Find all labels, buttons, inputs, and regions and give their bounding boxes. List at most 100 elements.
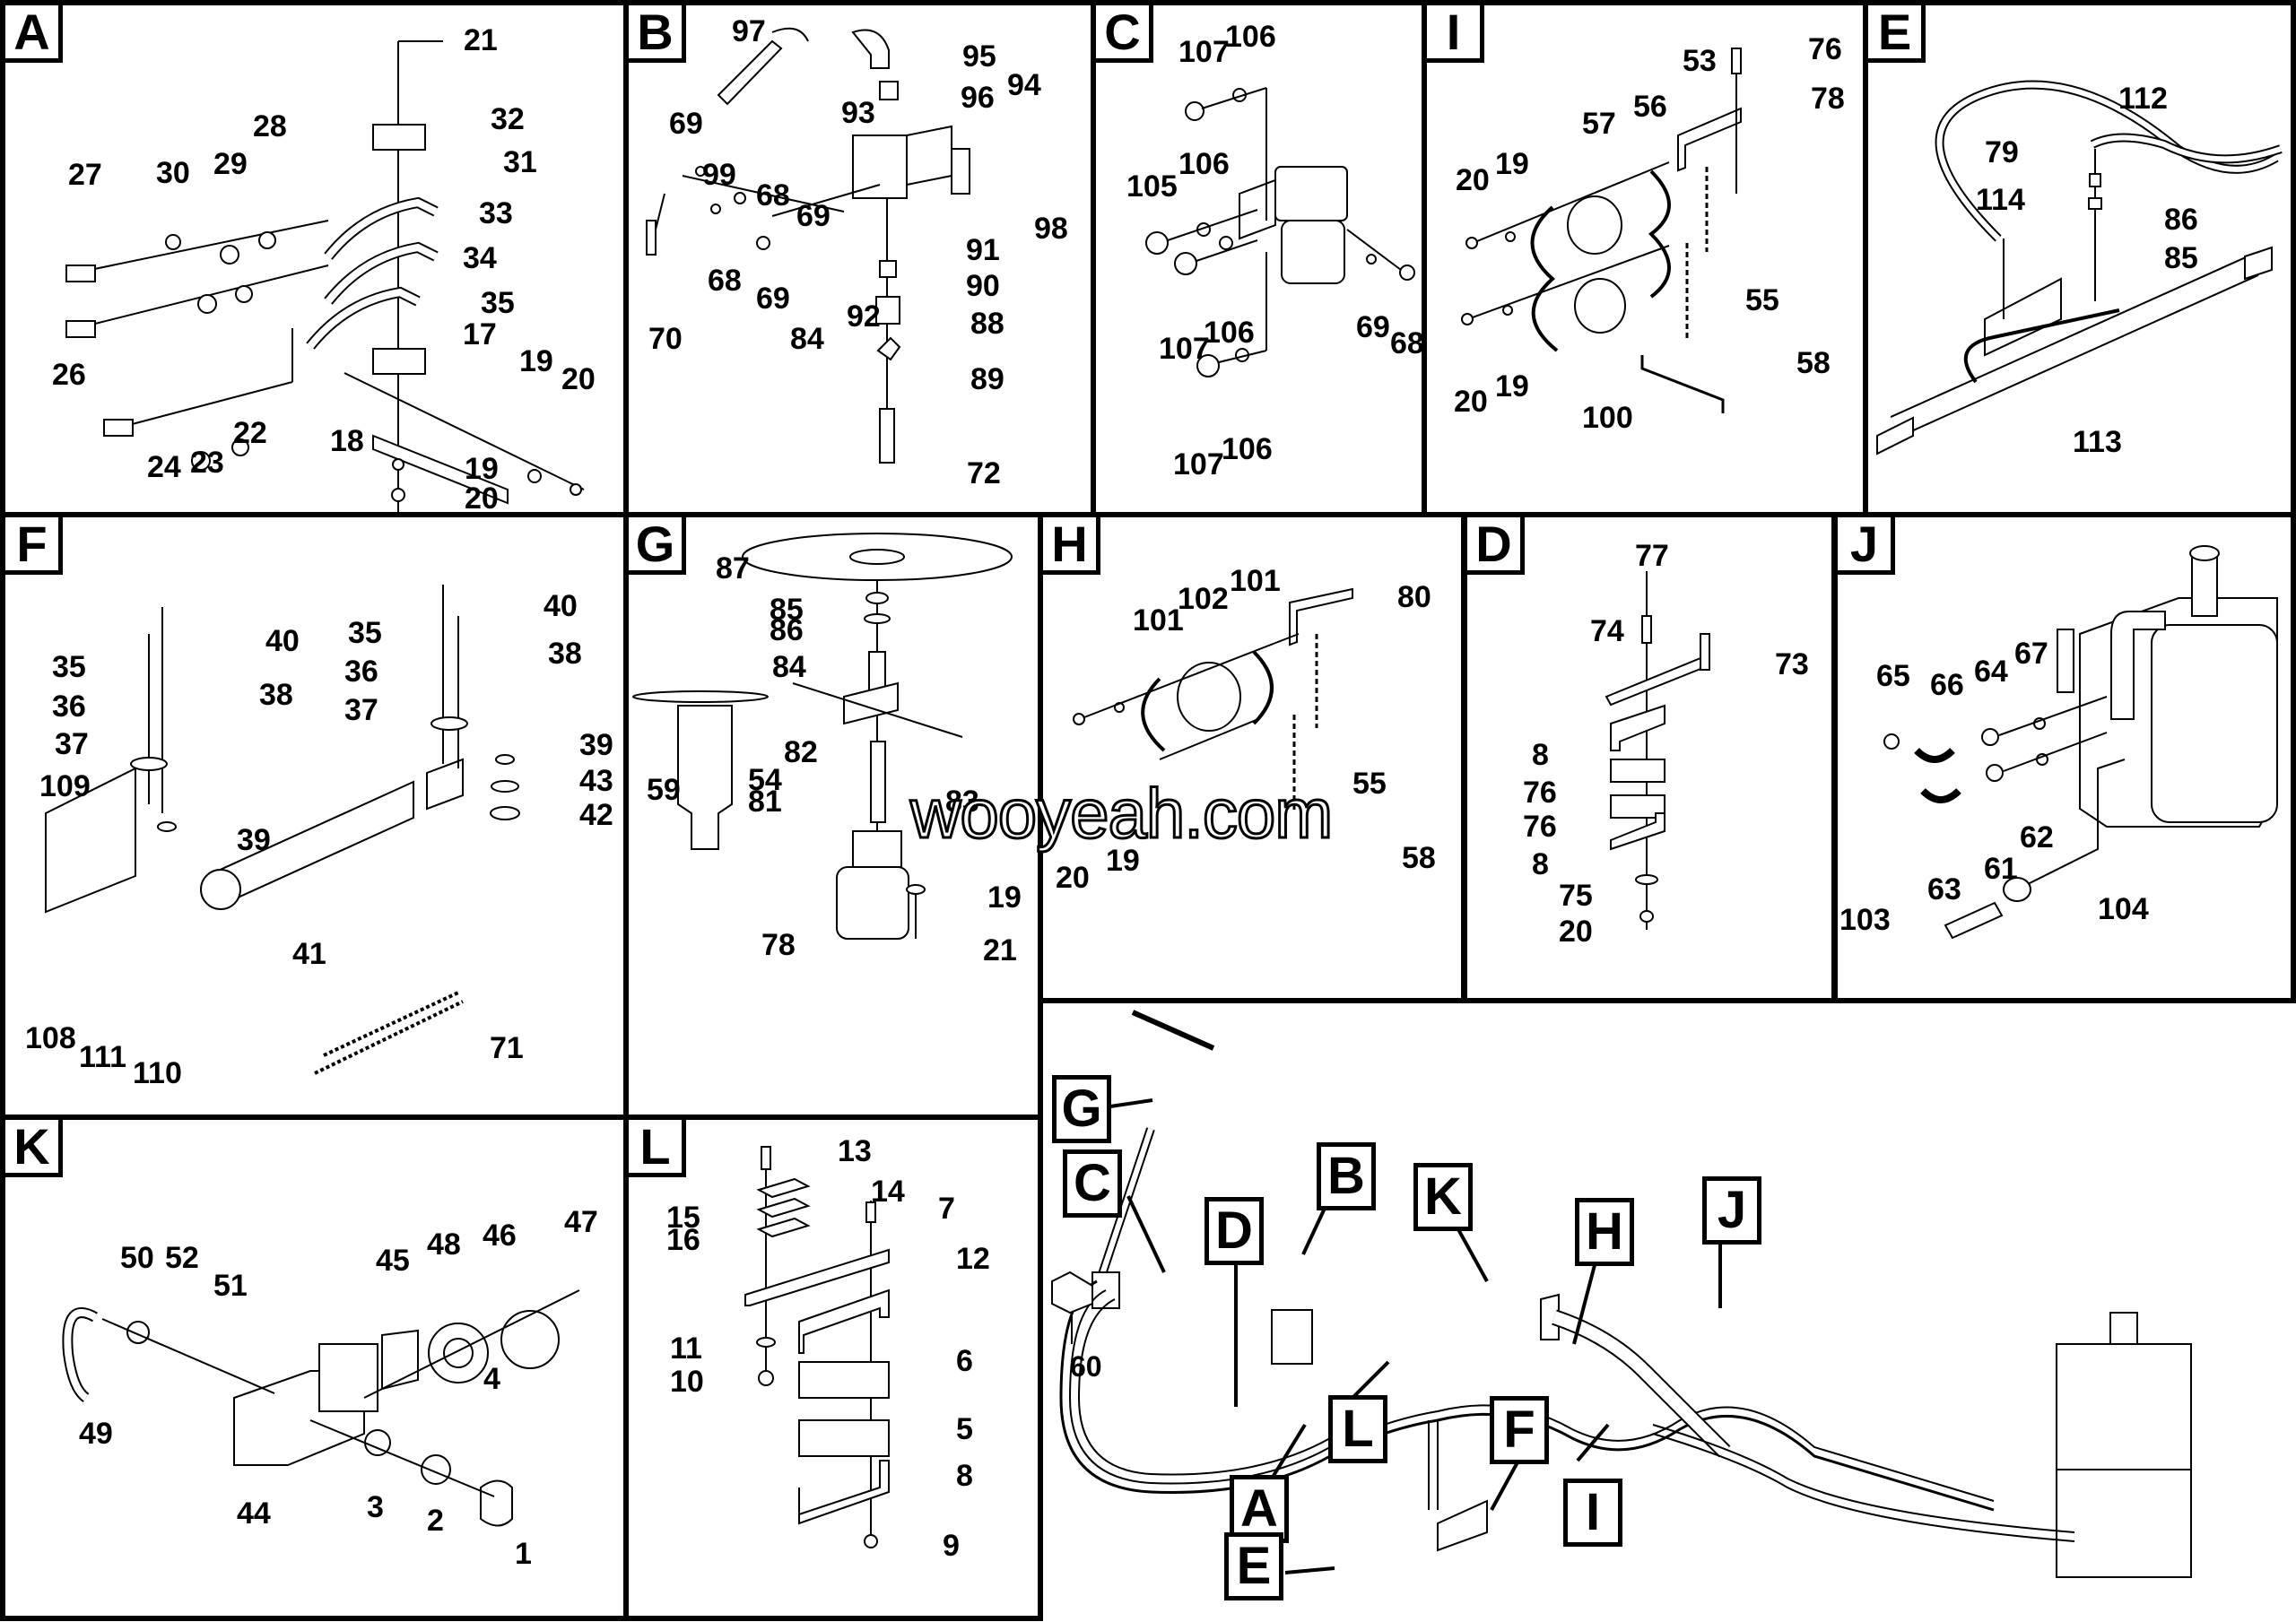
- part-label: 28: [253, 109, 287, 143]
- callout-i[interactable]: I: [1563, 1479, 1622, 1547]
- part-label: 43: [579, 764, 613, 798]
- part-label: 20: [1056, 861, 1090, 895]
- callout-f[interactable]: F: [1490, 1396, 1549, 1464]
- part-label: 50: [120, 1241, 154, 1275]
- part-label: 73: [1775, 647, 1809, 681]
- part-label: 29: [213, 147, 248, 181]
- part-label: 66: [1930, 668, 1964, 702]
- part-label: 52: [165, 1241, 199, 1275]
- part-label: 83: [945, 785, 979, 819]
- part-label: 20: [1454, 385, 1488, 419]
- part-label: 107: [1173, 447, 1224, 481]
- part-label: 88: [970, 307, 1004, 341]
- panel-g-drawing: [632, 533, 1013, 940]
- callout-h[interactable]: H: [1575, 1198, 1634, 1266]
- part-label: 34: [463, 241, 497, 275]
- part-label: 89: [970, 362, 1004, 396]
- part-label: 20: [465, 481, 499, 516]
- part-label: 110: [133, 1056, 182, 1090]
- part-label: 78: [1811, 82, 1845, 116]
- part-label: 85: [2164, 241, 2198, 275]
- panel-f: F 40 35 38 36 37 40 35 38 36 37 39 43 42…: [0, 512, 629, 1120]
- part-label: 96: [961, 81, 995, 115]
- part-label: 58: [1796, 346, 1831, 380]
- part-label: 18: [330, 424, 364, 458]
- part-label: 38: [548, 637, 582, 671]
- callout-g[interactable]: G: [1052, 1075, 1111, 1143]
- part-label: 9: [943, 1529, 960, 1563]
- panel-e-drawing: [1876, 80, 2283, 455]
- part-label: 19: [1495, 369, 1529, 403]
- part-label: 8: [1532, 847, 1549, 881]
- callout-a[interactable]: A: [1230, 1475, 1289, 1543]
- part-label: 68: [708, 264, 742, 298]
- part-label: 92: [847, 299, 881, 334]
- panel-c-drawing: [1145, 87, 1415, 377]
- panel-tag-f: F: [5, 517, 63, 575]
- panel-d: D 77 74 73 8 76 76 8 75 20: [1462, 512, 1837, 1003]
- part-label: 3: [367, 1490, 384, 1524]
- callout-l[interactable]: L: [1328, 1395, 1387, 1463]
- panel-tag-a: A: [5, 5, 63, 63]
- part-label: 35: [481, 286, 515, 320]
- part-label: 95: [962, 39, 996, 74]
- part-label: 6: [956, 1344, 973, 1378]
- part-label: 42: [579, 798, 613, 832]
- panel-i-drawing: [1461, 48, 1742, 413]
- part-label: 21: [464, 23, 498, 57]
- part-label: 76: [1523, 776, 1557, 810]
- part-label: 22: [233, 416, 267, 450]
- part-label: 37: [55, 727, 89, 761]
- part-label: 63: [1927, 872, 1961, 906]
- part-label: 54: [748, 763, 782, 797]
- part-label: 65: [1876, 659, 1910, 693]
- part-label: 15: [666, 1201, 700, 1235]
- part-label: 37: [344, 693, 378, 727]
- part-label: 19: [465, 452, 499, 486]
- part-label: 84: [772, 650, 806, 684]
- overview-drawing: [1051, 1010, 2192, 1578]
- part-label: 76: [1523, 810, 1557, 844]
- part-label: 44: [237, 1496, 271, 1531]
- panel-tag-e: E: [1868, 5, 1926, 63]
- part-label: 36: [52, 690, 86, 724]
- part-label: 30: [156, 156, 190, 190]
- overview-assembly: G C B K J H D L F A E I 60: [1038, 998, 2296, 1621]
- panel-tag-g: G: [629, 517, 686, 575]
- callout-c[interactable]: C: [1063, 1149, 1122, 1218]
- callout-d[interactable]: D: [1205, 1197, 1264, 1265]
- part-label: 69: [1356, 310, 1390, 344]
- part-label: 70: [648, 322, 683, 356]
- part-label: 71: [490, 1031, 524, 1065]
- part-label: 32: [491, 102, 525, 136]
- panel-i: I 76 53 78 57 56 20 19 55 58 20 19 100: [1422, 0, 1868, 517]
- part-label: 46: [483, 1219, 517, 1253]
- callout-k[interactable]: K: [1413, 1163, 1473, 1231]
- part-label: 47: [564, 1205, 598, 1239]
- part-label: 81: [748, 785, 782, 819]
- panel-k: K 50 52 51 45 48 46 47 49 4 44 3 2 1: [0, 1115, 629, 1621]
- panel-h: H 101 102 101 80 55 58 20 19: [1038, 512, 1466, 1003]
- part-label: 41: [292, 937, 326, 971]
- part-label: 104: [2098, 892, 2149, 926]
- panel-c: C 107 106 105 106 107 106 69 68 107 106: [1091, 0, 1427, 517]
- part-label: 86: [2164, 203, 2198, 237]
- part-label: 75: [1559, 879, 1593, 913]
- callout-b[interactable]: B: [1317, 1142, 1376, 1210]
- callout-j[interactable]: J: [1702, 1176, 1761, 1245]
- part-label: 69: [756, 282, 790, 316]
- part-label: 39: [237, 823, 271, 857]
- part-label: 99: [702, 158, 736, 192]
- callout-e[interactable]: E: [1224, 1532, 1283, 1600]
- part-label: 16: [666, 1223, 700, 1257]
- part-label: 111: [79, 1040, 126, 1074]
- part-label: 14: [871, 1175, 905, 1209]
- part-label: 82: [784, 735, 818, 769]
- part-label: 62: [2020, 820, 2054, 854]
- part-label: 20: [1559, 915, 1593, 949]
- part-label: 61: [1984, 852, 2018, 886]
- part-label: 94: [1007, 68, 1041, 102]
- part-label: 24: [147, 450, 181, 484]
- part-label: 56: [1633, 90, 1667, 124]
- part-label: 19: [1106, 844, 1140, 878]
